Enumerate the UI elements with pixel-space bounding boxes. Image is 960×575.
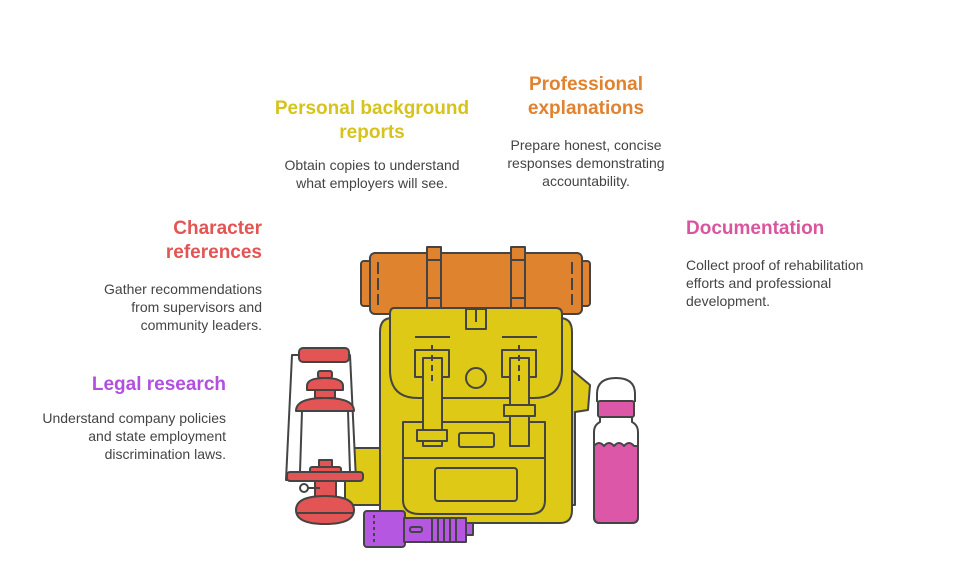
backpack-icon xyxy=(379,307,573,524)
water-bottle-icon xyxy=(593,377,639,524)
character-desc: Gather recommendations from supervisors … xyxy=(104,281,262,333)
documentation-desc: Collect proof of rehabilitation efforts … xyxy=(686,257,864,309)
lantern-icon xyxy=(285,347,364,525)
personal-title: Personal background reports xyxy=(274,98,470,143)
professional-title: Professional explanations xyxy=(527,74,645,119)
personal-desc: Obtain copies to understand what employe… xyxy=(284,157,460,191)
character-title: Character references xyxy=(165,218,262,263)
documentation-title: Documentation xyxy=(686,218,825,239)
legal-title: Legal research xyxy=(91,374,226,395)
sleeping-roll-icon xyxy=(360,246,591,315)
legal-desc: Understand company policies and state em… xyxy=(42,410,226,462)
professional-desc: Prepare honest, concise responses demons… xyxy=(507,137,665,189)
flashlight-icon xyxy=(363,510,474,548)
